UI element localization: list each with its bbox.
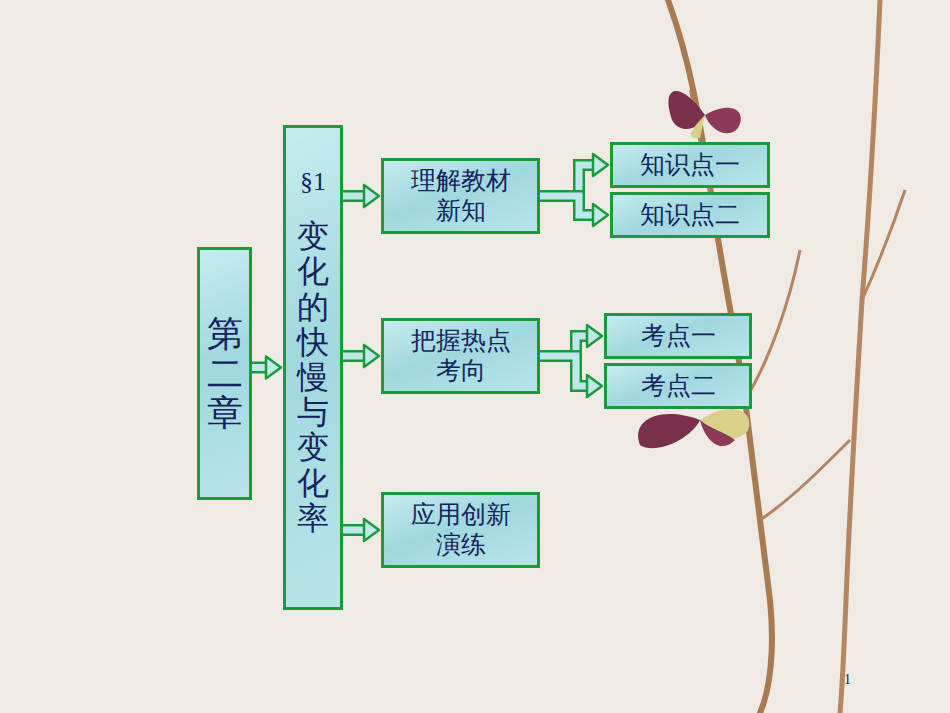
page-number: 1 xyxy=(844,672,851,688)
box-text: 理解教材新知 xyxy=(408,166,513,226)
butterfly-leaf xyxy=(668,91,740,138)
twig xyxy=(862,190,905,300)
box-text: 考点一 xyxy=(641,321,716,351)
butterfly-leaf xyxy=(638,409,749,448)
twig xyxy=(760,440,850,520)
box-text: 变化的快慢与变化率 xyxy=(297,219,329,536)
box-text: 应用创新演练 xyxy=(408,500,513,560)
box-text: 把握热点考向 xyxy=(408,326,513,386)
topic-box: 第二章 xyxy=(197,247,252,500)
topic-box: 知识点二 xyxy=(610,192,770,238)
topic-box: 理解教材新知 xyxy=(381,158,540,234)
topic-box: §1 变化的快慢与变化率 xyxy=(283,125,343,610)
block-arrow xyxy=(540,154,608,196)
block-arrow xyxy=(343,519,379,541)
twig xyxy=(745,250,800,400)
block-arrow xyxy=(540,356,602,397)
box-text: 第二章 xyxy=(207,314,243,433)
branch xyxy=(840,0,880,713)
topic-box: 考点二 xyxy=(604,363,752,409)
topic-box: 应用创新演练 xyxy=(381,492,540,568)
box-text: 知识点二 xyxy=(640,200,740,230)
topic-box: 把握热点考向 xyxy=(381,318,540,394)
box-text: 考点二 xyxy=(641,371,716,401)
box-text: §1 xyxy=(300,166,326,197)
block-arrow xyxy=(252,357,281,379)
topic-box: 考点一 xyxy=(604,313,752,359)
topic-box: 知识点一 xyxy=(610,142,770,188)
box-text: 知识点一 xyxy=(640,150,740,180)
block-arrow xyxy=(343,345,379,367)
block-arrow xyxy=(540,196,608,226)
block-arrow xyxy=(343,185,379,207)
